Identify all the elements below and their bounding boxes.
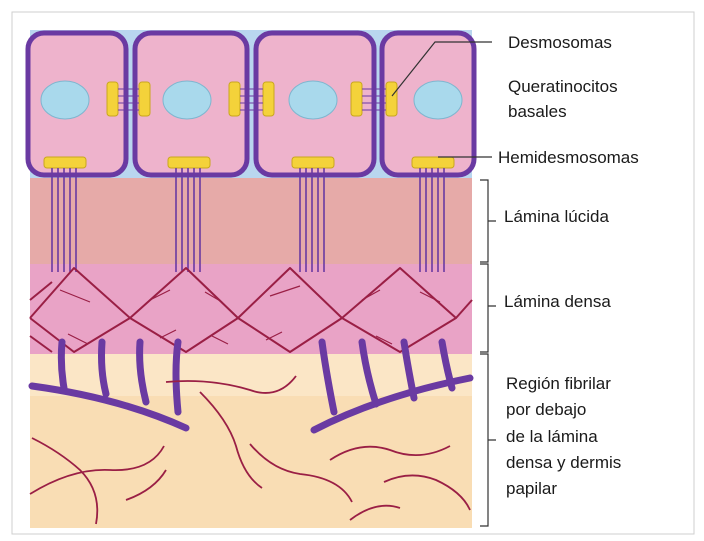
cell-nucleus [163,81,211,119]
label-fibrillar-region-2: por debajo [506,400,586,419]
label-hemidesmosomes: Hemidesmosomas [498,148,639,167]
label-fibrillar-region-3: de la lámina [506,427,598,446]
basal-keratinocyte-layer [28,30,474,178]
lamina-densa-bracket [480,264,496,352]
hemidesmosome [412,157,454,168]
cell-nucleus [41,81,89,119]
label-lamina-lucida: Lámina lúcida [504,207,609,226]
hemidesmosome [44,157,86,168]
cell-nucleus [414,81,462,119]
label-fibrillar-region-1: Región fibrilar [506,374,611,393]
label-desmosomes: Desmosomas [508,33,612,52]
label-basal-keratinocytes-2: basales [508,102,567,121]
label-fibrillar-region-5: papilar [506,479,557,498]
label-lamina-densa: Lámina densa [504,292,611,311]
label-basal-keratinocytes-1: Queratinocitos [508,77,618,96]
hemidesmosome [168,157,210,168]
lamina-lucida-band [30,178,472,264]
lamina-lucida-bracket [480,180,496,262]
hemidesmosome [292,157,334,168]
label-fibrillar-region-4: densa y dermis [506,453,621,472]
fibrillar-region-bracket [480,354,496,526]
cell-nucleus [289,81,337,119]
